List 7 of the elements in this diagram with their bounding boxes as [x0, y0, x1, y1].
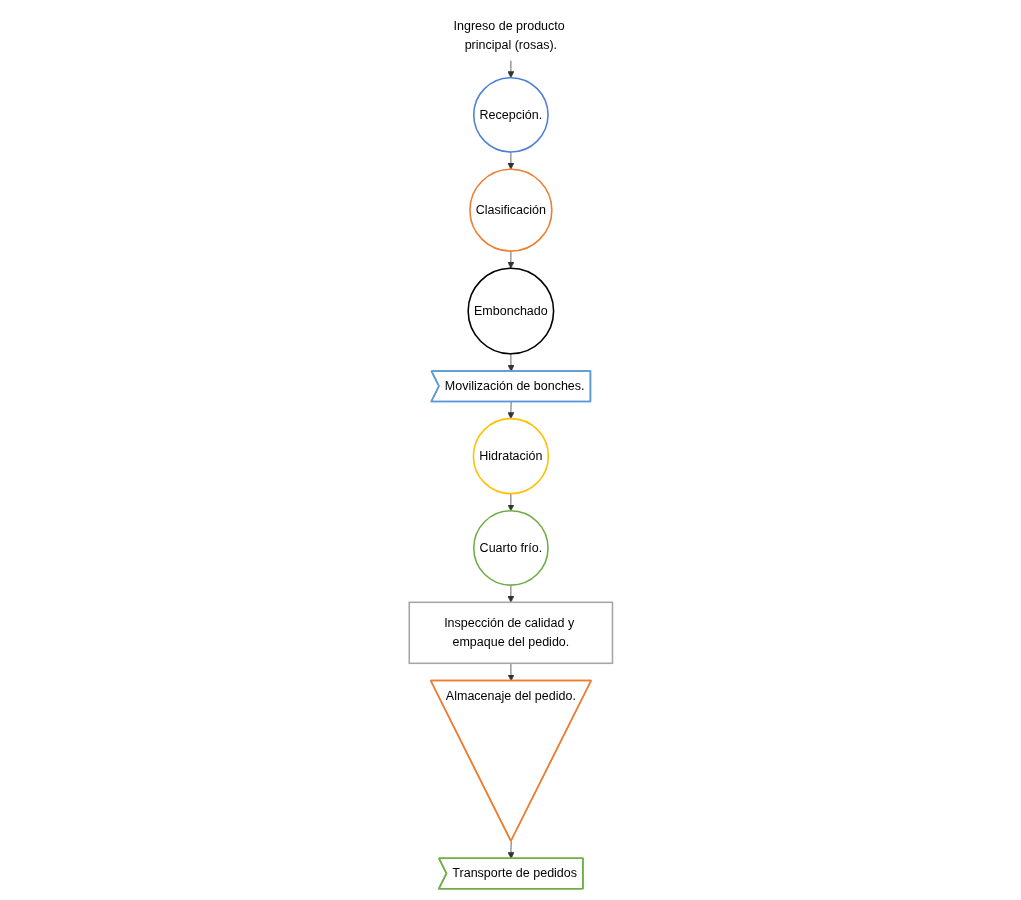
node-circle: Embonchado: [467, 267, 554, 355]
node-circle: Recepción.: [472, 76, 549, 153]
node-text: Ingreso de producto principal (rosas).: [453, 19, 565, 52]
node-circle: Cuarto frío.: [472, 510, 549, 586]
node-circle: Hidratación: [472, 417, 549, 495]
node-box: Inspección de calidad y empaque del pedido.: [408, 601, 613, 665]
node-circle: Clasificación: [468, 168, 553, 252]
